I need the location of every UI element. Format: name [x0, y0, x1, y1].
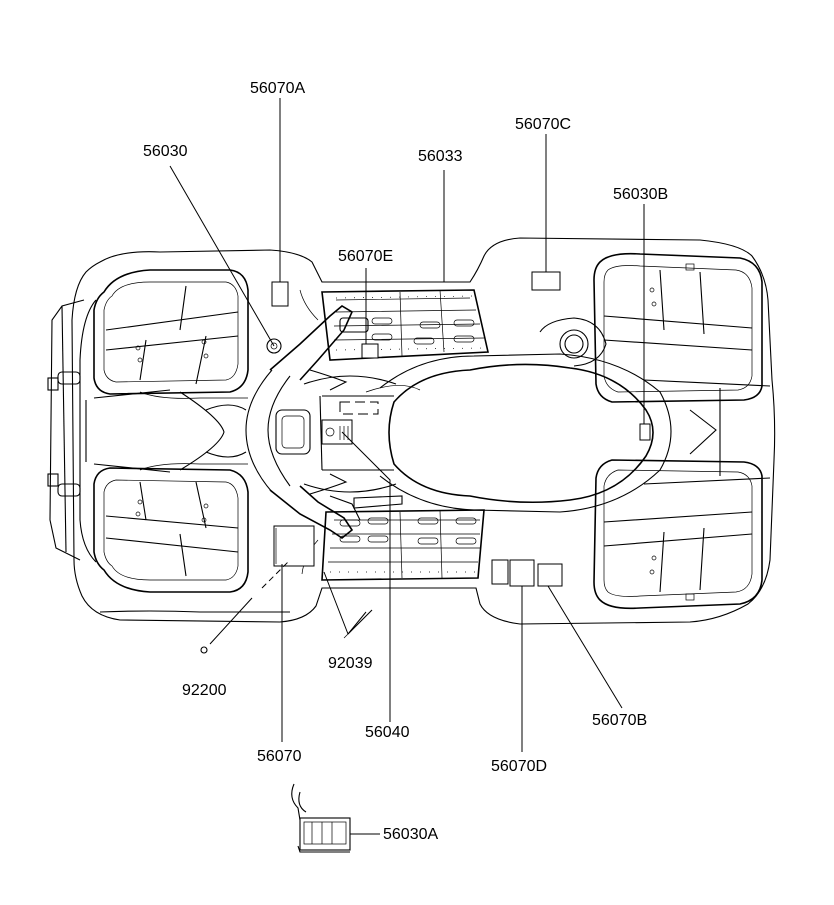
rivet-92200: [200, 646, 208, 654]
front-rack: [85, 269, 249, 593]
sticker-56070B: [537, 563, 563, 587]
label-56070A: 56070A: [250, 80, 306, 97]
label-56070C: 56070C: [515, 116, 572, 133]
sticker-56070: [273, 525, 315, 567]
atv-body-outline: [47, 237, 776, 625]
label-56040: 56040: [365, 724, 410, 741]
rear-rack: [593, 252, 771, 610]
label-56030: 56030: [143, 143, 188, 160]
sticker-56070D-a: [491, 559, 509, 585]
seat-and-tank: [303, 317, 672, 513]
handlebar-assembly: [179, 289, 421, 575]
label-56030B: 56030B: [613, 186, 669, 203]
sticker-56070A: [271, 281, 289, 307]
sticker-56030B: [639, 423, 651, 441]
sticker-56040: [321, 419, 353, 445]
label-56070B: 56070B: [592, 712, 648, 729]
label-92039: 92039: [328, 655, 373, 672]
label-56033: 56033: [418, 148, 463, 165]
part-56030A: [291, 783, 351, 853]
sticker-56070E: [361, 343, 379, 359]
label-56070: 56070: [257, 748, 302, 765]
sticker-56070D-b: [509, 559, 535, 587]
leader-lines: [169, 98, 645, 835]
sticker-56040-mark: [325, 427, 335, 437]
sticker-56070C: [531, 271, 561, 291]
sticker-area-56040: [339, 401, 379, 415]
grommet-inner: [270, 342, 278, 350]
label-56070D: 56070D: [491, 758, 548, 775]
grommet-56030: [266, 338, 282, 354]
label-56070E: 56070E: [338, 248, 394, 265]
label-92200: 92200: [182, 682, 227, 699]
footboards: [321, 289, 489, 581]
label-56030A: 56030A: [383, 826, 439, 843]
